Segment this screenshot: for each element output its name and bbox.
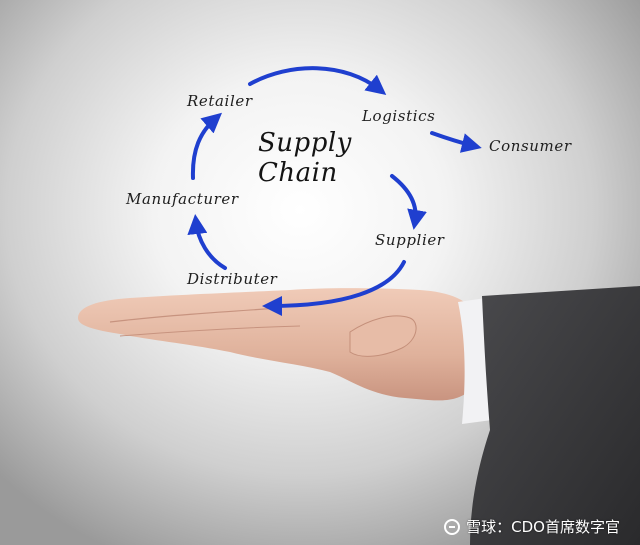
finger-crease — [109, 307, 281, 323]
shirt-cuff — [458, 298, 492, 424]
snowball-logo-icon — [444, 518, 461, 535]
hand-palm — [78, 288, 483, 401]
watermark: 雪球：CDO首席数字官 — [444, 516, 620, 537]
diagram-title: Supply Chain — [258, 128, 368, 188]
arrow-logistics-to-consumer — [430, 131, 482, 153]
node-distributer: Distributer — [187, 270, 278, 288]
arrow-logistics-to-supplier — [390, 174, 427, 230]
hand-thumb — [349, 315, 417, 357]
jacket-sleeve — [470, 286, 640, 545]
node-logistics: Logistics — [362, 107, 436, 125]
node-retailer: Retailer — [187, 92, 253, 110]
arrow-retailer-to-logistics — [248, 66, 387, 95]
arrow-distributer-to-manufacturer — [187, 214, 227, 270]
arrow-manufacturer-to-retailer — [190, 112, 223, 180]
watermark-text: 雪球：CDO首席数字官 — [466, 518, 620, 536]
title-line-2: Chain — [258, 158, 338, 188]
finger-crease — [119, 325, 301, 337]
node-supplier: Supplier — [375, 231, 445, 249]
node-manufacturer: Manufacturer — [126, 190, 239, 208]
node-consumer: Consumer — [489, 137, 572, 155]
title-line-1: Supply — [258, 128, 352, 158]
arrow-supplier-to-distributer — [262, 260, 406, 316]
